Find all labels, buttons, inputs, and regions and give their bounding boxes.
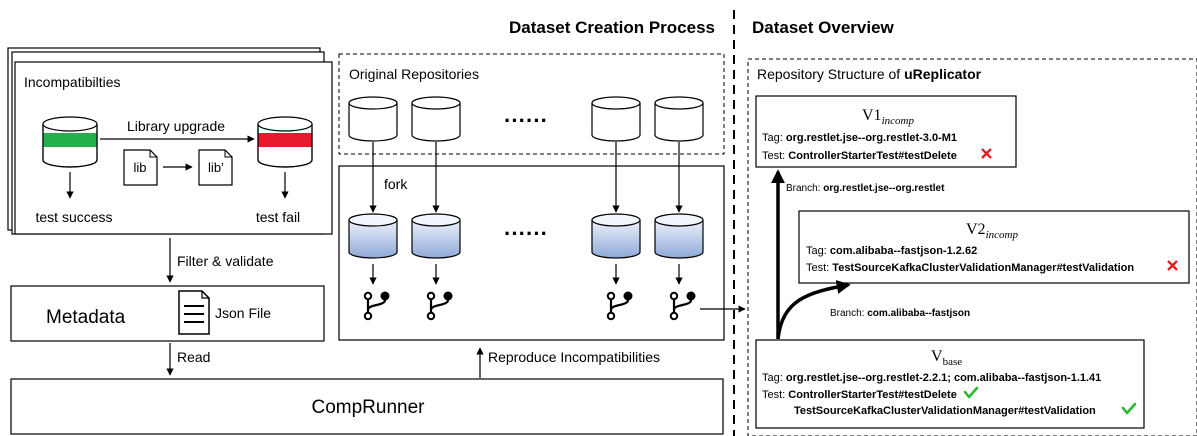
v1-test: Test: ControllerStarterTest#testDelete xyxy=(762,150,957,162)
fail-label: test fail xyxy=(256,209,300,225)
heading-overview: Dataset Overview xyxy=(752,18,895,37)
git-branch-icon xyxy=(606,291,633,321)
git-branch-icon xyxy=(426,291,453,321)
forks-ellipsis: ······ xyxy=(504,221,548,246)
metadata-box xyxy=(10,285,325,342)
original-repos-box xyxy=(338,53,725,155)
repo-db-icon xyxy=(411,96,461,142)
forked-db-icon xyxy=(591,213,641,259)
comprunner-box xyxy=(10,378,724,435)
repository-structure-box xyxy=(747,58,1197,436)
pass-check-icon xyxy=(1121,402,1137,415)
v1-title: V1incomp xyxy=(862,107,914,127)
json-file-icon xyxy=(178,290,210,335)
incompat-title: Incompatibilties xyxy=(24,74,121,90)
metadata-label: Metadata xyxy=(46,307,126,328)
passing-db-icon xyxy=(42,116,98,168)
original-repos-title: Original Repositories xyxy=(349,66,479,82)
branch1-label: Branch: org.restlet.jse--org.restlet xyxy=(786,183,945,194)
v1-tag: Tag: org.restlet.jse--org.restlet-3.0-M1 xyxy=(762,132,957,144)
git-branch-icon xyxy=(363,291,390,321)
read-label: Read xyxy=(177,349,210,365)
vbase-test2: TestSourceKafkaClusterValidationManager#… xyxy=(794,405,1096,417)
vbase-test: Test: ControllerStarterTest#testDelete xyxy=(762,389,957,401)
reproduce-label: Reproduce Incompatibilities xyxy=(488,349,660,365)
vbase-box xyxy=(755,339,1145,429)
forked-db-icon xyxy=(654,213,704,259)
upgrade-label: Library upgrade xyxy=(127,118,225,134)
fail-cross-icon xyxy=(1167,260,1178,271)
pass-band xyxy=(43,133,97,147)
v2-title: V2incomp xyxy=(966,221,1018,241)
lib-upgraded-file-icon xyxy=(198,149,233,186)
branch-to-v2-arrow xyxy=(776,280,851,340)
v2-box xyxy=(798,210,1190,284)
repo-db-icon xyxy=(348,96,398,142)
fork-label: fork xyxy=(384,176,408,192)
v1-box xyxy=(755,95,1017,168)
repo-db-icon xyxy=(654,96,704,142)
vbase-title: Vbase xyxy=(931,348,962,368)
json-label: Json File xyxy=(215,305,271,321)
fail-cross-icon xyxy=(981,148,992,159)
lib-upgraded-label: lib’ xyxy=(208,160,224,175)
git-branch-icon xyxy=(669,291,696,321)
forked-db-icon xyxy=(411,213,461,259)
filter-label: Filter & validate xyxy=(177,253,274,269)
v2-tag: Tag: com.alibaba--fastjson-1.2.62 xyxy=(806,245,977,257)
heading-creation: Dataset Creation Process xyxy=(509,18,715,37)
pass-check-icon xyxy=(963,386,979,399)
structure-title: Repository Structure of uReplicator xyxy=(757,66,982,82)
comprunner-label: CompRunner xyxy=(312,397,426,418)
vbase-tag: Tag: org.restlet.jse--org.restlet-2.2.1;… xyxy=(762,372,1101,384)
repo-db-icon xyxy=(591,96,641,142)
failing-db-icon xyxy=(257,116,313,168)
forked-db-icon xyxy=(348,213,398,259)
v2-test: Test: TestSourceKafkaClusterValidationMa… xyxy=(806,262,1134,274)
lib-file-icon xyxy=(123,149,158,186)
fail-band xyxy=(258,133,312,147)
branch2-label: Branch: com.alibaba--fastjson xyxy=(830,308,970,319)
success-label: test success xyxy=(35,209,112,225)
repos-ellipsis: ······ xyxy=(504,108,548,133)
lib-label: lib xyxy=(133,160,146,175)
